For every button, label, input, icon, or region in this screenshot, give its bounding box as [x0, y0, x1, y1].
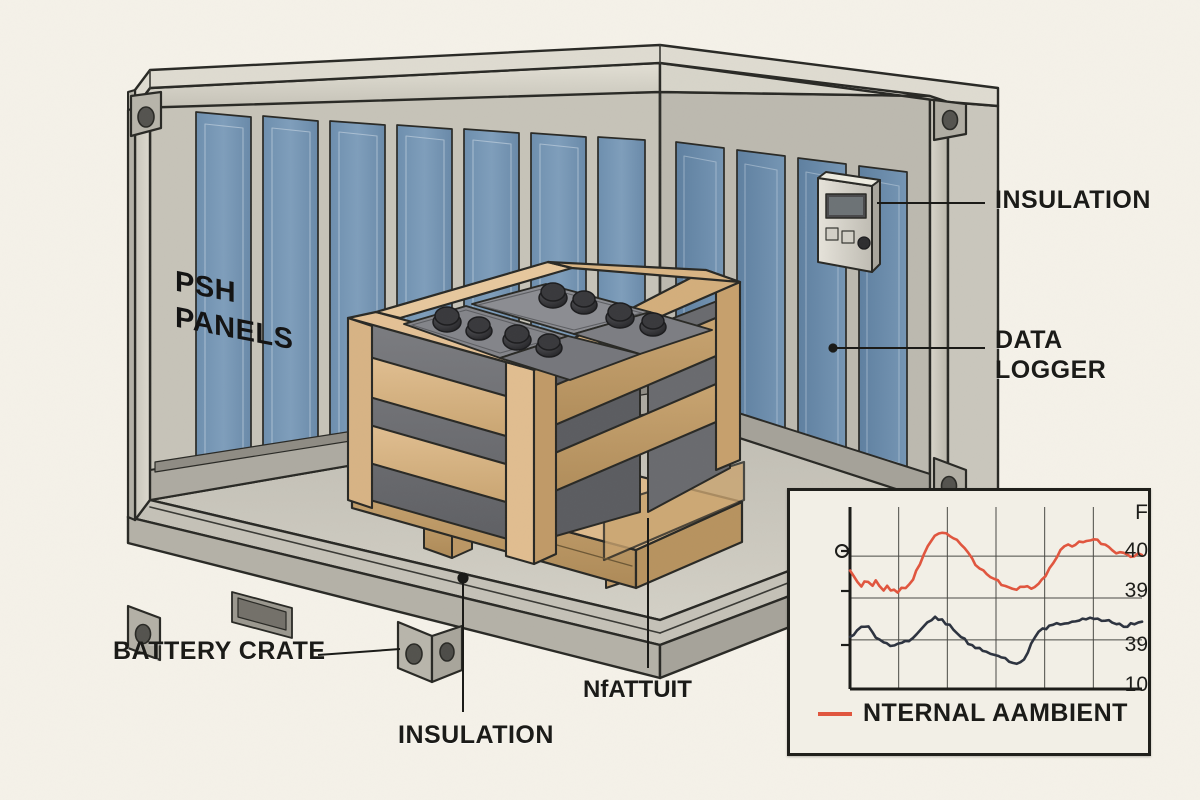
callout-niattuit: NfATTUIT: [583, 676, 692, 703]
chart-y-tick-0: F: [1135, 501, 1148, 524]
chart-inner: F 40 39 39 10 NTERNAL AAMBIENT: [790, 491, 1148, 753]
temperature-chart-panel: F 40 39 39 10 NTERNAL AAMBIENT: [787, 488, 1151, 756]
callout-battery-crate: BATTERY CRATE: [113, 637, 326, 665]
chart-y-tick-2: 39: [1124, 579, 1148, 602]
chart-y-tick-4: 10: [1124, 673, 1148, 696]
chart-y-tick-3: 39: [1124, 633, 1148, 656]
chart-legend: NTERNAL AAMBIENT: [818, 699, 1128, 728]
callout-insulation-bottom: INSULATION: [398, 721, 554, 749]
callout-data-logger: DATA LOGGER: [995, 326, 1107, 384]
chart-gridlines: [850, 507, 1142, 689]
temperature-chart: [835, 507, 1144, 691]
chart-y-tick-1: 40: [1124, 539, 1148, 562]
callout-insulation-right: INSULATION: [995, 186, 1151, 214]
leader-battery-crate: [317, 648, 401, 656]
chart-axes: [835, 507, 1142, 691]
legend-label: NTERNAL AAMBIENT: [863, 699, 1128, 727]
legend-swatch-internal: [818, 711, 852, 716]
chart-series-group: [848, 531, 1144, 666]
